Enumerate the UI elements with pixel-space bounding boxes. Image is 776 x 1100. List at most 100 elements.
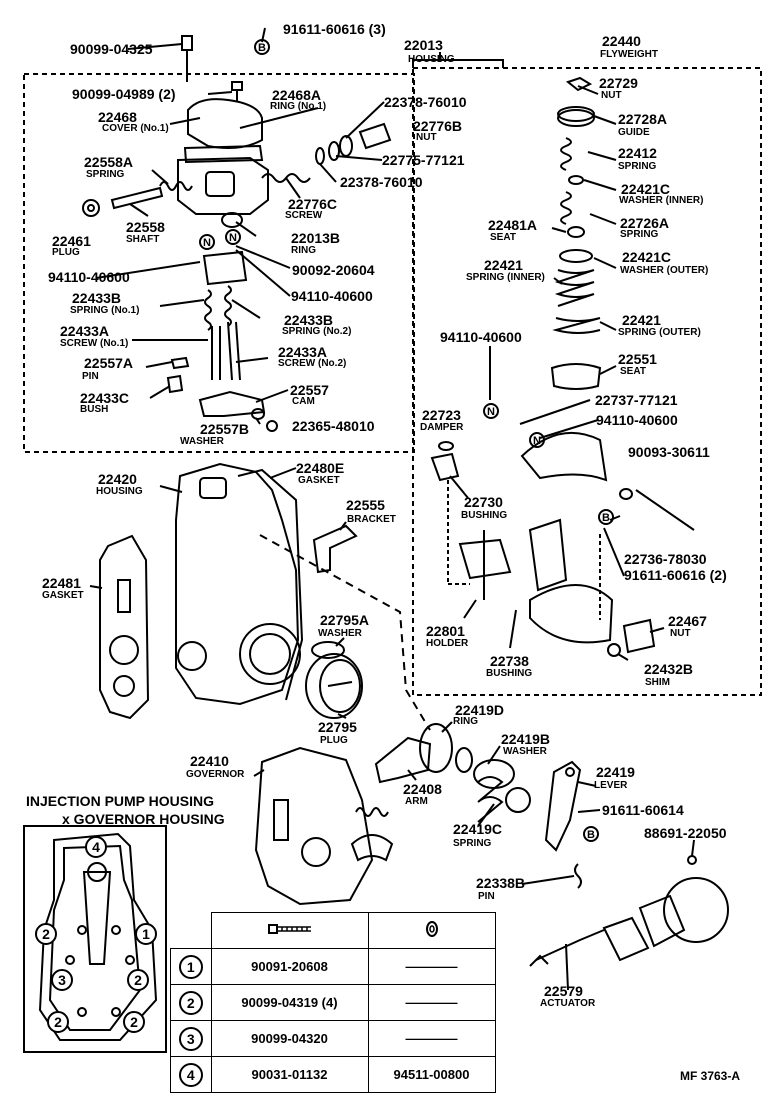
part-number-label: 94110-40600 [440, 329, 522, 345]
svg-text:N: N [229, 232, 237, 244]
table-row: 3 90099-04320 ———— [170, 1020, 496, 1057]
table-row: 1 90091-20608 ———— [170, 948, 496, 985]
part-name-label: SPRING [618, 161, 657, 172]
part-number-label: 22421C [621, 181, 671, 197]
part-name-label: WASHER (OUTER) [620, 265, 709, 276]
nut-icon [425, 921, 438, 937]
part-number-label: 22468A [272, 87, 322, 103]
part-name-label: SCREW (No.1) [60, 338, 129, 349]
part-name-label: COVER (No.1) [102, 123, 169, 134]
marker-b-icon: B [254, 39, 270, 55]
part-number-label: 22480E [296, 460, 345, 476]
part-number-label: 22013B [291, 230, 341, 246]
part-name-label: PLUG [320, 735, 348, 746]
table-cell: 90031-01132 [210, 1056, 369, 1093]
marker-2-icon: 2 [127, 969, 149, 991]
table-cell: 90091-20608 [210, 948, 369, 985]
part-name-label: SHIM [645, 677, 670, 688]
part-number-label: 22412 [618, 145, 657, 161]
part-name-label: SPRING (No.1) [70, 305, 140, 316]
shaft-shape [110, 186, 164, 210]
part-name-label: SPRING (OUTER) [618, 327, 701, 338]
part-name-label: SHAFT [126, 234, 160, 245]
part-name-label: BRACKET [347, 514, 396, 525]
part-number-label: 90099-04325 [70, 41, 153, 57]
table-row: 2 90099-04319 (4) ———— [170, 984, 496, 1021]
part-number-label: 88691-22050 [644, 825, 727, 841]
marker-n-icon: N [199, 234, 215, 250]
part-name-label: CAM [292, 396, 315, 407]
part-name-label: NUT [601, 90, 622, 101]
part-number-label: 22440 [602, 33, 641, 49]
part-name-label: HOUSING [408, 54, 455, 65]
part-number-label: 22776C [288, 196, 338, 212]
svg-text:N: N [203, 237, 211, 249]
table-cell: 90099-04319 (4) [210, 984, 369, 1021]
part-name-label: WASHER (INNER) [619, 195, 704, 206]
actuator-shape [663, 877, 729, 943]
fastener-table: 1 90091-20608 ———— 2 90099-04319 (4) ———… [170, 912, 496, 1093]
part-number-label: 22558A [84, 154, 134, 170]
part-name-label: PIN [478, 891, 495, 902]
part-number-label: 90099-04989 (2) [72, 86, 176, 102]
part-name-label: FLYWEIGHT [600, 49, 658, 60]
part-number-label: 22433B [72, 290, 122, 306]
part-number-label: 22421 [622, 312, 661, 328]
part-number-label: 22432B [644, 661, 694, 677]
table-cell: ———— [367, 948, 496, 985]
part-name-label: HOLDER [426, 638, 469, 649]
part-number-label: 91611-60614 [602, 802, 684, 818]
part-name-label: NUT [416, 132, 437, 143]
marker-1-icon: 1 [135, 923, 157, 945]
part-number-label: 22419D [455, 702, 505, 718]
table-cell: 90099-04320 [210, 1020, 369, 1057]
svg-text:N: N [533, 435, 541, 447]
svg-text:2: 2 [42, 926, 50, 942]
table-cell: 94511-00800 [367, 1056, 496, 1093]
marker-b-icon: B [583, 826, 599, 842]
marker-3-icon: 3 [51, 969, 73, 991]
row-number-badge: 3 [178, 1026, 203, 1051]
part-name-label: GASKET [298, 475, 340, 486]
part-number-label: 22433C [80, 390, 130, 406]
part-number-label: 22736-78030 [624, 551, 707, 567]
part-number-label: 22408 [403, 781, 442, 797]
svg-text:2: 2 [134, 972, 142, 988]
bolt-column-header [210, 912, 369, 949]
part-name-label: RING (No.1) [270, 101, 327, 112]
part-number-label: 22555 [346, 497, 385, 513]
inset-title-line-2: x GOVERNOR HOUSING [62, 811, 225, 827]
part-number-label: 22579 [544, 983, 583, 999]
part-name-label: SPRING [453, 838, 492, 849]
inset-box [23, 825, 167, 1053]
bolt-icon [181, 35, 193, 70]
part-number-label: 22551 [618, 351, 657, 367]
governor-housing-shape [254, 746, 374, 906]
marker-n-icon: N [529, 432, 545, 448]
svg-text:3: 3 [58, 972, 66, 988]
part-name-label: WASHER [318, 628, 362, 639]
part-number-label: 22795 [318, 719, 357, 735]
part-number-label: 22557B [200, 421, 250, 437]
part-number-label: 22433A [60, 323, 110, 339]
part-name-label: PLUG [52, 247, 80, 258]
part-name-label: SPRING [620, 229, 659, 240]
part-name-label: SEAT [490, 232, 516, 243]
marker-4-icon: 4 [85, 836, 107, 858]
table-row: 4 90031-01132 94511-00800 [170, 1056, 496, 1093]
part-name-label: GOVERNOR [186, 769, 245, 780]
part-number-label: 22419B [501, 731, 551, 747]
part-number-label: 22338B [476, 875, 526, 891]
part-number-label: 22410 [190, 753, 229, 769]
part-number-label: 22461 [52, 233, 91, 249]
marker-n-icon: N [225, 229, 241, 245]
part-name-label: NUT [670, 628, 691, 639]
row-number-badge: 2 [178, 990, 203, 1015]
svg-text:N: N [487, 406, 495, 418]
part-number-label: 90092-20604 [292, 262, 375, 278]
part-name-label: WASHER [503, 746, 547, 757]
part-name-label: BUSHING [461, 510, 508, 521]
cover-shape [187, 98, 263, 149]
svg-text:2: 2 [54, 1014, 62, 1030]
part-number-label: 22481 [42, 575, 81, 591]
